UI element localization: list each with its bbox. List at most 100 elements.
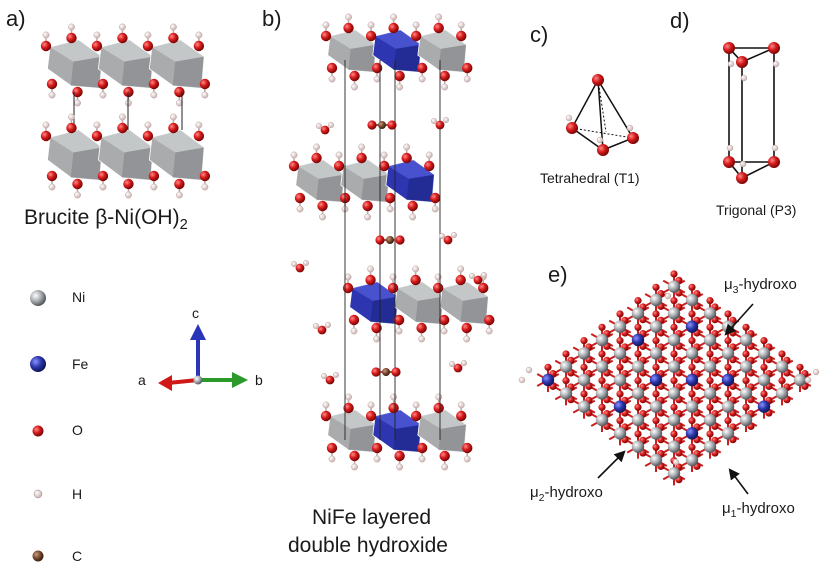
oxygen-atom [706, 323, 714, 331]
octa-face [151, 40, 204, 62]
hydrogen-atom [373, 335, 380, 343]
oxygen-atom [311, 152, 322, 164]
oxygen-atom [652, 283, 660, 291]
hydrogen-atom [68, 113, 75, 121]
hydrogen-atom [74, 99, 81, 107]
hydrogen-atom [93, 121, 101, 129]
oxygen-atom [117, 122, 128, 134]
hydrogen-atom [195, 31, 203, 39]
oxygen-atom [760, 390, 768, 398]
oxygen-atom [562, 377, 570, 385]
hydrogen-atom [119, 23, 126, 31]
oxygen-atom [401, 152, 412, 164]
hydrogen-atom [518, 376, 526, 384]
hydrogen-atom [439, 232, 446, 239]
oxygen-atom [320, 30, 332, 42]
octa-face [298, 160, 344, 179]
oxygen-atom [670, 270, 678, 278]
axis-b-head [232, 372, 248, 388]
oxygen-atom [484, 314, 495, 326]
hydrogen-atom [449, 361, 456, 368]
oxygen-atom [439, 450, 450, 462]
hydrogen-atom [412, 265, 420, 273]
hydrogen-atom [313, 143, 320, 151]
oxygen-atom [407, 200, 418, 212]
oxygen-atom [688, 417, 696, 425]
oxygen-atom [325, 375, 335, 385]
oxygen-atom [597, 144, 609, 156]
ldh-caption-line2: double hydroxide [288, 534, 448, 557]
hydrogen-atom [296, 205, 304, 213]
hydrogen-atom [322, 21, 330, 29]
oxygen-atom [736, 172, 748, 184]
oxygen-atom [724, 417, 732, 425]
oxygen-atom [462, 442, 473, 454]
oxygen-atom [616, 363, 624, 371]
oxygen-atom [424, 160, 435, 172]
ni-atom [667, 307, 681, 320]
octa-face [460, 296, 489, 324]
oxygen-atom [117, 32, 128, 44]
oxygen-atom [634, 430, 642, 438]
hydrogen-atom [463, 335, 471, 343]
hydrogen-atom [150, 183, 158, 191]
hydrogen-atom [367, 265, 374, 273]
legend-label-h: H [72, 486, 83, 502]
oxygen-atom [456, 410, 467, 422]
carbon-atom [386, 236, 394, 244]
oxygen-atom [393, 314, 405, 326]
hydrogen-atom [457, 265, 465, 273]
oxygen-atom [97, 78, 109, 90]
hydrogen-atom [290, 151, 298, 159]
ni-atom [703, 387, 717, 400]
hydrogen-atom [119, 113, 126, 121]
atom-legend-markers [30, 290, 46, 562]
hydrogen-atom [403, 143, 411, 151]
oxygen-atom [455, 274, 466, 286]
octa-face [172, 56, 204, 88]
oxygen-atom [433, 402, 444, 414]
hydrogen-atom [386, 205, 394, 213]
oxygen-atom [580, 363, 588, 371]
oxygen-atom [724, 310, 732, 318]
carbon-atom [382, 368, 390, 376]
oxygen-atom [688, 337, 696, 345]
ni-atom [595, 360, 609, 373]
oxygen-atom [688, 363, 696, 371]
hydrogen-atom [169, 113, 177, 121]
oxygen-atom [598, 350, 606, 358]
ni-atom [577, 400, 591, 413]
octa-face [172, 147, 204, 180]
ni-atom [685, 347, 699, 360]
axis-a-label: a [138, 372, 146, 388]
oxygen-atom [326, 442, 338, 454]
hydrogen-atom [328, 75, 336, 83]
hydrogen-atom [463, 75, 471, 83]
hydrogen-atom [201, 183, 209, 191]
oxygen-atom [670, 297, 678, 305]
oxygen-atom [317, 200, 328, 212]
hydrogen-atom [358, 143, 366, 151]
ni-atom [667, 440, 681, 453]
hydrogen-atom [175, 99, 183, 107]
hydrogen-atom [664, 292, 672, 300]
hydrogen-atom [463, 455, 471, 463]
hydrogen-atom [441, 83, 449, 91]
brucite-structure [40, 23, 211, 199]
oxygen-atom [438, 314, 450, 326]
octa-face [121, 56, 153, 88]
oxygen-atom [388, 22, 399, 34]
oxygen-atom [478, 282, 489, 294]
hydrogen-atom [68, 23, 75, 31]
oxygen-atom [371, 367, 381, 377]
oxygen-atom [123, 178, 134, 190]
tetrahedral-site [565, 74, 639, 156]
octa-face [100, 130, 153, 153]
hydrogen-atom [812, 368, 820, 376]
hydrogen-atom [409, 213, 417, 221]
ni-atom [685, 293, 699, 307]
octa-face [330, 410, 376, 429]
hydrogen-atom [350, 327, 358, 335]
axis-a-shaft [167, 378, 199, 385]
octa-face [348, 44, 376, 72]
